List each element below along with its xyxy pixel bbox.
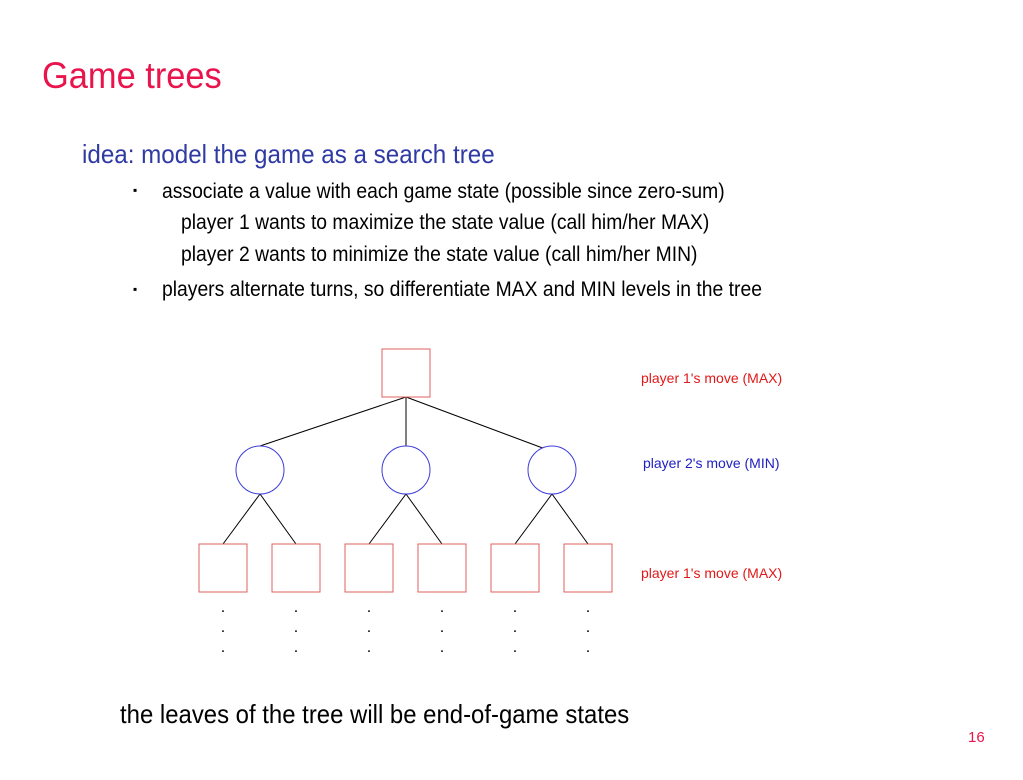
min-node-1 [235,445,285,495]
continuation-dot-3-3: . [367,639,371,656]
edge-root-min-1 [259,396,407,447]
edge-min3-leaf-2 [551,493,589,545]
max-leaf-node-2 [271,543,321,593]
level-label-max-bottom: player 1's move (MAX) [641,565,782,581]
edge-root-min-3 [405,396,549,451]
level-label-max-top: player 1's move (MAX) [641,370,782,386]
footer-text: the leaves of the tree will be end-of-ga… [120,699,630,729]
edge-min2-leaf-2 [405,493,443,545]
level-label-min: player 2's move (MIN) [643,455,779,471]
max-leaf-node-4 [417,543,467,593]
min-node-2 [381,445,431,495]
continuation-dot-4-1: . [440,599,444,616]
continuation-dot-2-1: . [294,599,298,616]
edge-min1-leaf-2 [259,493,297,545]
bullet-item-1: associate a value with each game state (… [162,180,725,203]
bullet-marker-2: ▪ [133,282,138,296]
continuation-dot-3-2: . [367,619,371,636]
edge-min1-leaf-1 [222,493,261,545]
continuation-dot-2-3: . [294,639,298,656]
continuation-dot-5-2: . [513,619,517,636]
continuation-dot-1-3: . [221,639,225,656]
continuation-dot-1-2: . [221,619,225,636]
edge-min2-leaf-1 [368,493,407,545]
bullet-item-2: players alternate turns, so differentiat… [162,278,762,301]
continuation-dot-4-2: . [440,619,444,636]
sub-item-2: player 2 wants to minimize the state val… [181,243,698,266]
continuation-dot-3-1: . [367,599,371,616]
max-root-node [381,348,431,398]
bullet-marker-1: ▪ [133,183,138,197]
continuation-dot-6-2: . [586,619,590,636]
max-leaf-node-1 [198,543,248,593]
continuation-dot-6-3: . [586,639,590,656]
page-number: 16 [968,729,985,746]
idea-heading: idea: model the game as a search tree [82,139,495,169]
continuation-dot-2-2: . [294,619,298,636]
continuation-dot-6-1: . [586,599,590,616]
continuation-dot-5-1: . [513,599,517,616]
continuation-dot-5-3: . [513,639,517,656]
edge-min3-leaf-1 [514,493,553,545]
continuation-dot-1-1: . [221,599,225,616]
max-leaf-node-6 [563,543,613,593]
max-leaf-node-3 [344,543,394,593]
slide-title: Game trees [42,55,222,96]
continuation-dot-4-3: . [440,639,444,656]
max-leaf-node-5 [490,543,540,593]
min-node-3 [527,445,577,495]
sub-item-1: player 1 wants to maximize the state val… [181,211,710,234]
